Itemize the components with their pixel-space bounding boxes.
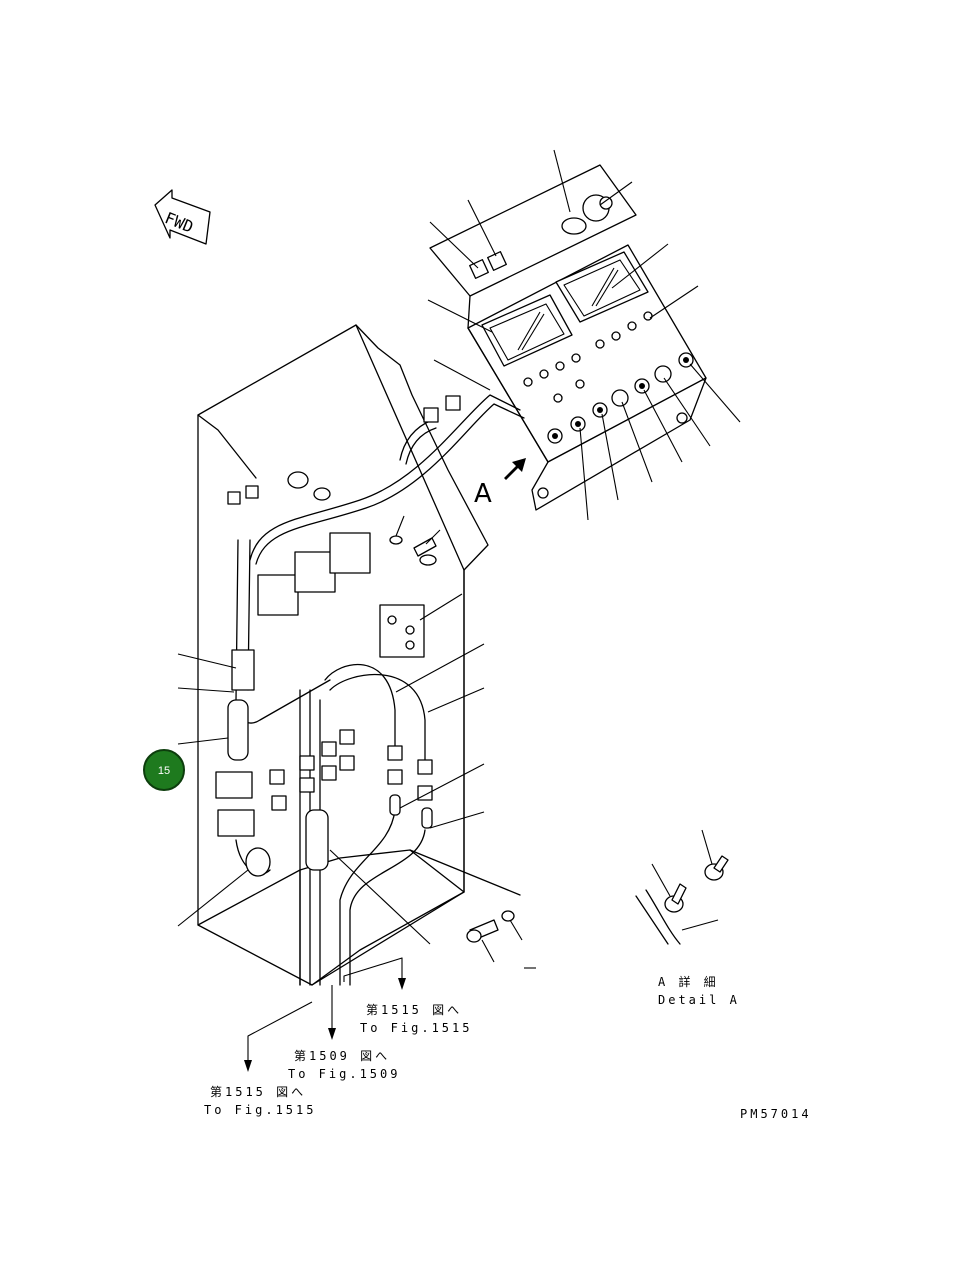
- ref-jp-1: 第1515 図へ: [366, 1003, 462, 1017]
- indicator-lamps: [523, 311, 653, 403]
- leader-lines: [177, 149, 741, 969]
- part-callout-number: 15: [158, 765, 170, 777]
- ref-en-1: To Fig.1515: [360, 1021, 472, 1035]
- wire-harness: [215, 394, 525, 986]
- gauge-left: [481, 294, 573, 367]
- fwd-arrow-icon: FWD: [154, 189, 211, 245]
- instrument-panel: [429, 164, 707, 511]
- detail-label-jp: A 詳 細: [658, 974, 719, 989]
- ref-en-3: To Fig.1515: [204, 1103, 316, 1117]
- detail-label-en: Detail A: [658, 993, 740, 1007]
- part-callout-15[interactable]: 15: [143, 749, 185, 791]
- drawing-number: PM57014: [740, 1107, 812, 1121]
- view-arrow-icon: [504, 458, 526, 480]
- bolt-washer: [466, 910, 515, 943]
- ref-jp-2: 第1509 図へ: [294, 1049, 390, 1063]
- detail-a-drawing: [635, 829, 729, 945]
- ref-en-2: To Fig.1509: [288, 1067, 400, 1081]
- view-marker-label: A: [474, 479, 492, 509]
- gauge-right: [555, 251, 649, 323]
- toggle-switches: [547, 352, 694, 444]
- reference-arrows: [244, 957, 406, 1072]
- ref-jp-3: 第1515 図へ: [210, 1085, 306, 1099]
